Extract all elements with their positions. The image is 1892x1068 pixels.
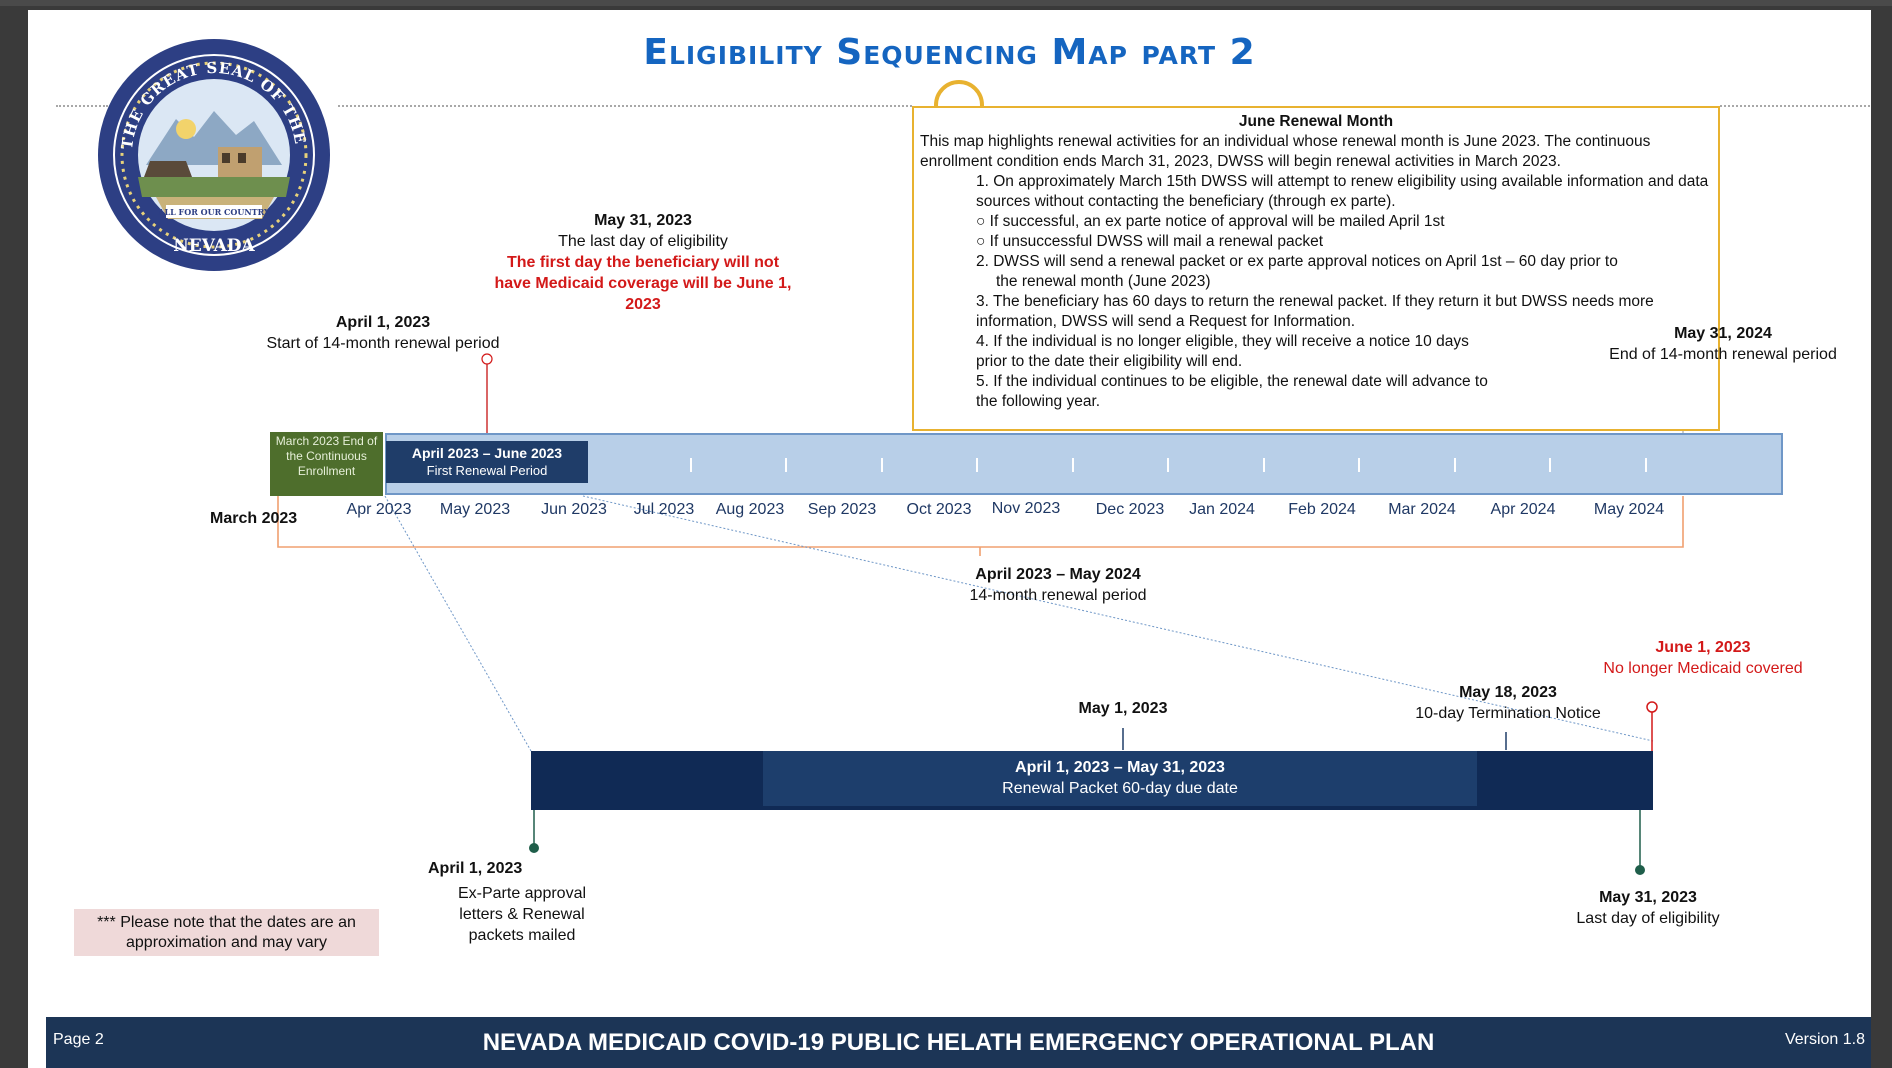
renewal-period-subtitle: 14-month renewal period	[969, 587, 1147, 604]
apr1-detail-marker	[529, 843, 539, 853]
info-box-heading: June Renewal Month	[1238, 113, 1394, 130]
month-label: May 2023	[439, 501, 511, 518]
month-label: Aug 2023	[715, 501, 785, 518]
month-label: Apr 2024	[1490, 501, 1556, 518]
apr1-detail-label-group: April 1, 2023 Ex-Parte approval letters …	[428, 858, 608, 946]
may18-description: 10-day Termination Notice	[1415, 705, 1601, 722]
june1-label-group: June 1, 2023 No longer Medicaid covered	[1568, 637, 1838, 679]
may31-detail-date: May 31, 2023	[1599, 889, 1697, 906]
connector-lines	[277, 353, 1684, 875]
may1-date: May 1, 2023	[1078, 700, 1168, 717]
timeline-tick	[1549, 458, 1551, 472]
timeline-tick	[976, 458, 978, 472]
apr1-detail-description: Ex-Parte approval letters & Renewal pack…	[457, 885, 587, 944]
renewal-packet-subtitle: Renewal Packet 60-day due date	[1002, 780, 1238, 797]
apr1-date: April 1, 2023	[335, 314, 431, 331]
footer-title: NEVADA MEDICAID COVID-19 PUBLIC HELATH E…	[482, 1029, 1435, 1056]
may2024-description: End of 14-month renewal period	[1609, 346, 1837, 363]
timeline-tick	[1645, 458, 1647, 472]
timeline-tick	[1072, 458, 1074, 472]
month-label: Dec 2023	[1095, 501, 1165, 518]
month-label: Feb 2024	[1288, 501, 1356, 518]
apr1-label-group: April 1, 2023 Start of 14-month renewal …	[238, 312, 528, 354]
month-label: Mar 2024	[1388, 501, 1456, 518]
june1-description: No longer Medicaid covered	[1603, 660, 1803, 677]
month-label: Jul 2023	[633, 501, 695, 518]
may2024-label-group: May 31, 2024 End of 14-month renewal per…	[1588, 323, 1858, 365]
month-label: Sep 2023	[807, 501, 877, 518]
seal-state-text: NEVADA	[173, 236, 255, 256]
timeline-tick	[690, 458, 692, 472]
june1-date: June 1, 2023	[1655, 639, 1751, 656]
month-label: May 2024	[1593, 501, 1665, 518]
may31-label-group: May 31, 2023 The last day of eligibility…	[478, 210, 808, 315]
info-item-5: 5. If the individual continues to be eli…	[976, 373, 1488, 410]
window-top-border	[0, 0, 1892, 6]
main-timeline-bar	[385, 433, 1783, 495]
apr1-description: Start of 14-month renewal period	[266, 335, 500, 352]
info-box-intro: This map highlights renewal activities f…	[920, 133, 1651, 170]
month-label: Jun 2023	[541, 501, 607, 518]
info-bullet-1-text: If successful, an ex parte notice of app…	[989, 213, 1445, 230]
may31-description: The last day of eligibility	[558, 233, 728, 250]
info-bullet-2: ○ If unsuccessful DWSS will mail a renew…	[976, 233, 1324, 250]
info-item-2b: the renewal month (June 2023)	[996, 273, 1211, 290]
info-item-4: 4. If the individual is no longer eligib…	[976, 333, 1469, 370]
may31-detail-marker	[1635, 865, 1645, 875]
may31-warning: The first day the beneficiary will not h…	[494, 254, 792, 313]
info-bullet-1: ○ If successful, an ex parte notice of a…	[976, 213, 1445, 230]
may31-date: May 31, 2023	[594, 212, 692, 229]
may31-detail-description: Last day of eligibility	[1576, 910, 1720, 927]
march-2023-label: March 2023	[210, 510, 298, 527]
timeline-tick	[881, 458, 883, 472]
may31-detail-label-group: May 31, 2023 Last day of eligibility	[1548, 887, 1748, 929]
timeline-tick	[1167, 458, 1169, 472]
month-label: Nov 2023	[991, 500, 1061, 517]
dotted-rule-right	[1720, 105, 1870, 107]
document-page: Eligibility Sequencing Map part 2 THE GR…	[28, 10, 1871, 1068]
approximation-note: *** Please note that the dates are an ap…	[74, 909, 379, 956]
first-renewal-period-chip: April 2023 – June 2023 First Renewal Per…	[386, 441, 588, 483]
info-item-3: 3. The beneficiary has 60 days to return…	[976, 293, 1654, 330]
info-item-1: 1. On approximately March 15th DWSS will…	[976, 173, 1709, 210]
may18-date: May 18, 2023	[1459, 684, 1557, 701]
renewal-period-label: April 2023 – May 2024 14-month renewal p…	[928, 564, 1188, 606]
first-renewal-title: April 2023 – June 2023	[411, 445, 563, 461]
month-label: Jan 2024	[1189, 501, 1255, 518]
dotted-rule-left	[56, 105, 108, 107]
may31-marker	[481, 353, 493, 365]
timeline-tick	[1358, 458, 1360, 472]
june-renewal-info-box: June Renewal Month This map highlights r…	[912, 106, 1720, 431]
page-footer: Page 2 NEVADA MEDICAID COVID-19 PUBLIC H…	[46, 1017, 1871, 1068]
month-label: Apr 2023	[346, 501, 412, 518]
info-bullet-2-text: If unsuccessful DWSS will mail a renewal…	[989, 233, 1324, 250]
june1-marker	[1646, 701, 1658, 713]
apr1-detail-date: April 1, 2023	[428, 860, 523, 877]
timeline-tick	[785, 458, 787, 472]
seal-motto-text: ALL FOR OUR COUNTRY	[157, 207, 270, 217]
continuous-enrollment-end-box: March 2023 End of the Continuous Enrollm…	[270, 432, 383, 496]
dotted-rule-mid	[338, 105, 912, 107]
renewal-packet-title: April 1, 2023 – May 31, 2023	[1015, 759, 1225, 776]
renewal-packet-label: April 1, 2023 – May 31, 2023 Renewal Pac…	[763, 751, 1477, 806]
nevada-state-seal: THE GREAT SEAL OF THE STATE OF NEVADA AL…	[96, 37, 330, 271]
may2024-date: May 31, 2024	[1674, 325, 1772, 342]
may18-label-group: May 18, 2023 10-day Termination Notice	[1363, 682, 1653, 724]
month-label: Oct 2023	[906, 501, 972, 518]
page-number: Page 2	[53, 1031, 104, 1048]
timeline-tick	[1263, 458, 1265, 472]
timeline-tick	[1454, 458, 1456, 472]
version-label: Version 1.8	[1784, 1031, 1865, 1048]
renewal-period-title: April 2023 – May 2024	[975, 566, 1141, 583]
info-item-2a: 2. DWSS will send a renewal packet or ex…	[976, 253, 1618, 270]
page-title: Eligibility Sequencing Map part 2	[643, 32, 1256, 73]
first-renewal-subtitle: First Renewal Period	[426, 463, 548, 478]
